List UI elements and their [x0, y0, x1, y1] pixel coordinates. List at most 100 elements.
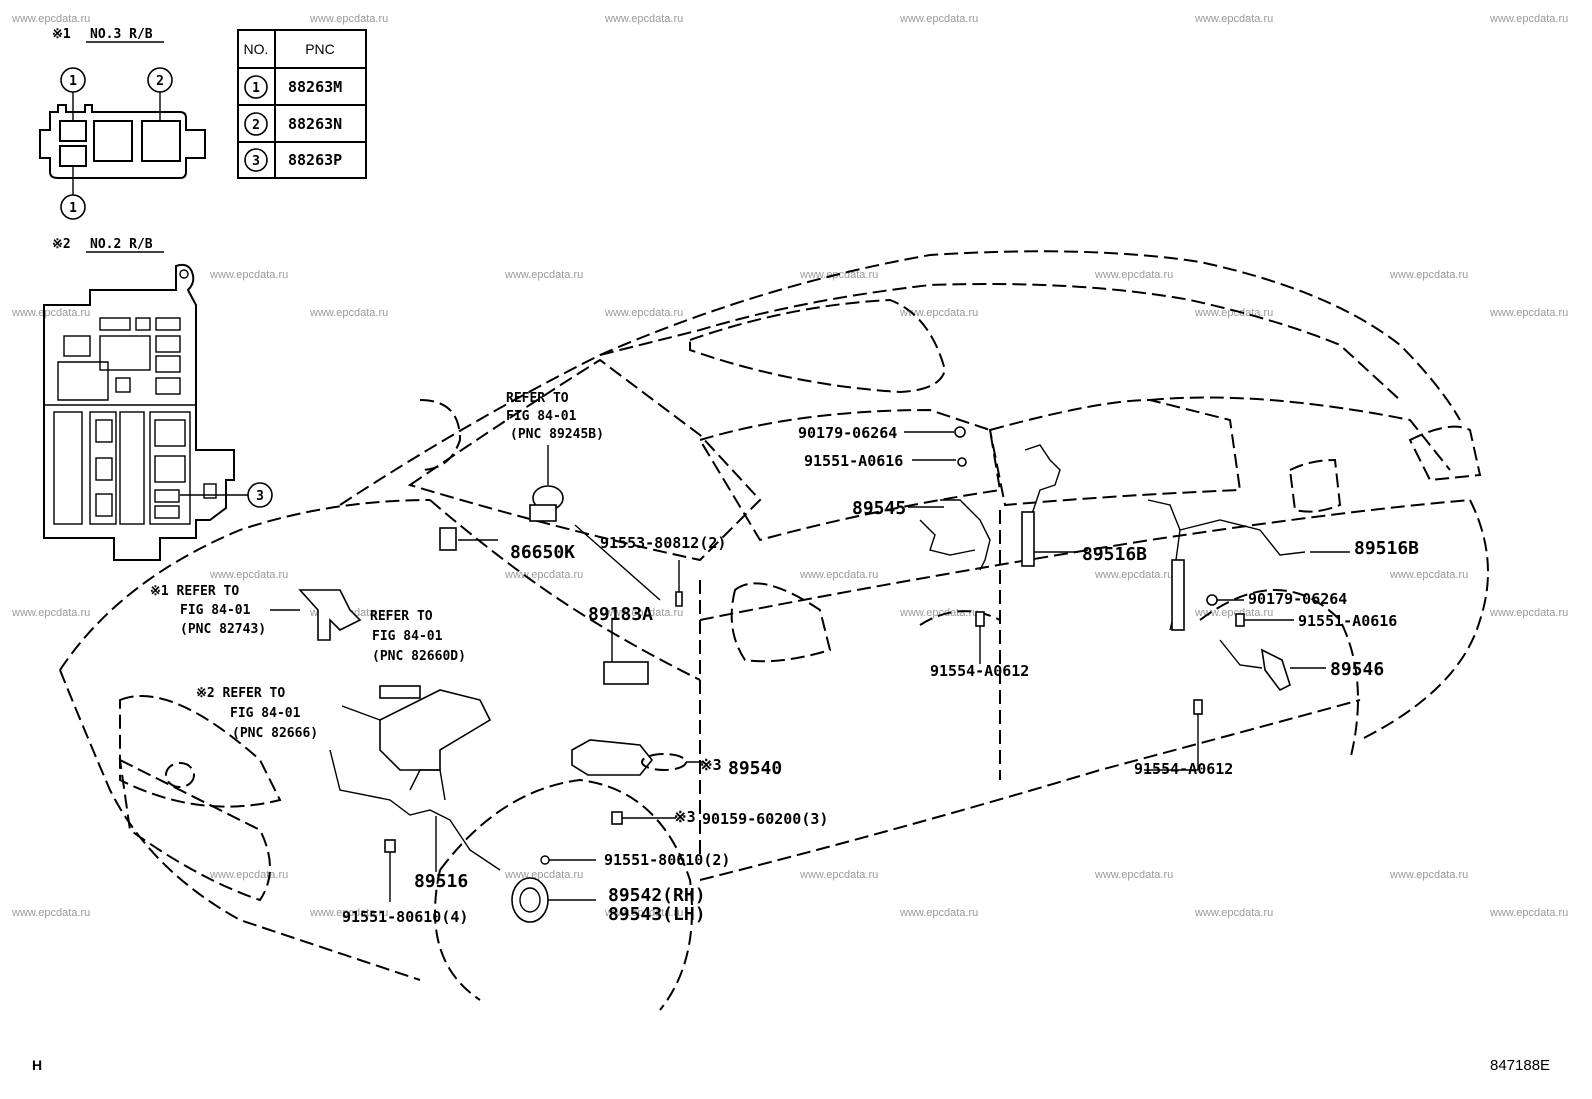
rear-wheel-arch [1199, 589, 1359, 761]
callout-89545: 89545 [852, 498, 906, 519]
inset1-title: NO.3 R/B [90, 27, 153, 42]
footer-illustration-number: 847188E [1490, 1057, 1550, 1074]
callout-89516b: 89516B [1082, 544, 1147, 565]
circle-marker [147, 67, 173, 93]
fuse-slot [99, 317, 131, 331]
relay-slot [115, 377, 131, 393]
fuse-slot [155, 317, 181, 331]
watermark: www.epcdata.ru [1389, 869, 1468, 881]
pnc-table-header-no: NO. [244, 41, 269, 57]
callout-marker-3: ※3 [700, 756, 722, 774]
clip [540, 855, 550, 865]
rear-window [1149, 396, 1451, 471]
relay-slot-1a [59, 120, 87, 142]
mount-hole [179, 269, 189, 279]
emblem [165, 762, 195, 788]
relay-slot-center [93, 120, 133, 162]
table-row-no: 2 [252, 118, 260, 133]
reference-notes: REFER TO FIG 84-01 (PNC 89245B) ※1 REFER… [150, 391, 604, 741]
abs-ecu [571, 739, 654, 776]
watermark: www.epcdata.ru [1489, 907, 1568, 919]
rear-harness-right-branch [1179, 519, 1306, 556]
relay-slot-2 [141, 120, 181, 162]
watermark: www.epcdata.ru [799, 569, 878, 581]
table-row-no-circle [244, 112, 268, 136]
relay-3-slot [154, 489, 180, 503]
watermark: www.epcdata.ru [11, 907, 90, 919]
bolt [384, 839, 396, 853]
bolt [1235, 613, 1245, 627]
watermark: www.epcdata.ru [1489, 607, 1568, 619]
watermark: www.epcdata.ru [504, 269, 583, 281]
relay-block-housing [43, 263, 235, 561]
rear-side-window [988, 398, 1242, 507]
front-side-window [698, 408, 1002, 542]
leader-line [574, 524, 661, 601]
fuse-slot [135, 317, 151, 331]
ref-82666-line1: ※2 REFER TO [196, 686, 285, 701]
clip [954, 426, 966, 438]
watermark: www.epcdata.ru [309, 907, 388, 919]
inset-no3-relay-block: ※1 NO.3 R/B 1 2 1 [39, 27, 206, 220]
pnc-table: NO. PNC 1 88263M 2 88263N 3 88263P [237, 29, 367, 179]
callout-89542-rh: 89542(RH) [608, 885, 706, 906]
watermark: www.epcdata.ru [1194, 907, 1273, 919]
harness-tube [1021, 511, 1035, 567]
inset1-marker: ※1 [52, 27, 71, 42]
pnc-table-header-pnc: PNC [305, 41, 335, 57]
watermark: www.epcdata.ru [504, 869, 583, 881]
mirror-left [419, 399, 462, 471]
inset-no2-relay-block: ※2 NO.2 R/B 3 [43, 237, 273, 561]
inset2-title: NO.2 R/B [90, 237, 153, 252]
callout-91551-80610-2: 91551-80610(2) [604, 851, 730, 869]
relay [154, 419, 186, 447]
clip [1206, 594, 1218, 606]
fuse [95, 493, 113, 517]
car-body-outline [59, 250, 1489, 1011]
bolt [1193, 699, 1203, 715]
table-row-no-circle [244, 75, 268, 99]
front-bumper [59, 669, 421, 981]
harness-tube [1171, 559, 1185, 631]
watermark: www.epcdata.ru [1094, 269, 1173, 281]
part-callouts: 86650K 91553-80812(2) 89183A 90179-06264… [342, 424, 1419, 926]
ref-82660d-line1: REFER TO [370, 609, 433, 624]
callout-89183a: 89183A [588, 604, 653, 625]
table-row-pnc: 88263M [288, 78, 342, 96]
circle-marker-label: 3 [256, 489, 264, 504]
ref-89245b-line3: (PNC 89245B) [510, 427, 604, 442]
side-mirror [730, 582, 832, 663]
relay-column [89, 411, 117, 525]
watermark: www.epcdata.ru [899, 907, 978, 919]
table-row-pnc: 88263N [288, 115, 342, 133]
windshield [407, 358, 762, 562]
watermark: www.epcdata.ru [309, 307, 388, 319]
relay-column [119, 411, 145, 525]
rocker-line [699, 699, 1361, 881]
watermark: www.epcdata.ru [1389, 569, 1468, 581]
circle-marker [60, 67, 86, 93]
watermark: www.epcdata.ru [209, 569, 288, 581]
front-speed-sensor-rotor [511, 877, 549, 923]
roof-line [339, 250, 1461, 506]
watermark: www.epcdata.ru [309, 13, 388, 25]
watermark: www.epcdata.ru [11, 13, 90, 25]
watermark: www.epcdata.ru [1094, 569, 1173, 581]
watermark: www.epcdata.ru [11, 607, 90, 619]
table-row-no-circle [244, 148, 268, 172]
callout-90159-60200: 90159-60200(3) [702, 810, 828, 828]
rear-sensor-connector [919, 519, 976, 556]
yaw-rate-sensor-body [529, 504, 557, 522]
callout-91551-a0616: 91551-A0616 [1298, 612, 1397, 630]
nut [611, 811, 623, 825]
roof-inner-line [599, 283, 1401, 401]
watermark: www.epcdata.ru [209, 869, 288, 881]
ref-89245b-line1: REFER TO [506, 391, 569, 406]
ref-82666-line3: (PNC 82666) [232, 726, 318, 741]
watermark: www.epcdata.ru [604, 13, 683, 25]
callout-89516b: 89516B [1354, 538, 1419, 559]
callout-89540: 89540 [728, 758, 782, 779]
footer: H 847188E [32, 1057, 1550, 1074]
watermark: www.epcdata.ru [899, 307, 978, 319]
